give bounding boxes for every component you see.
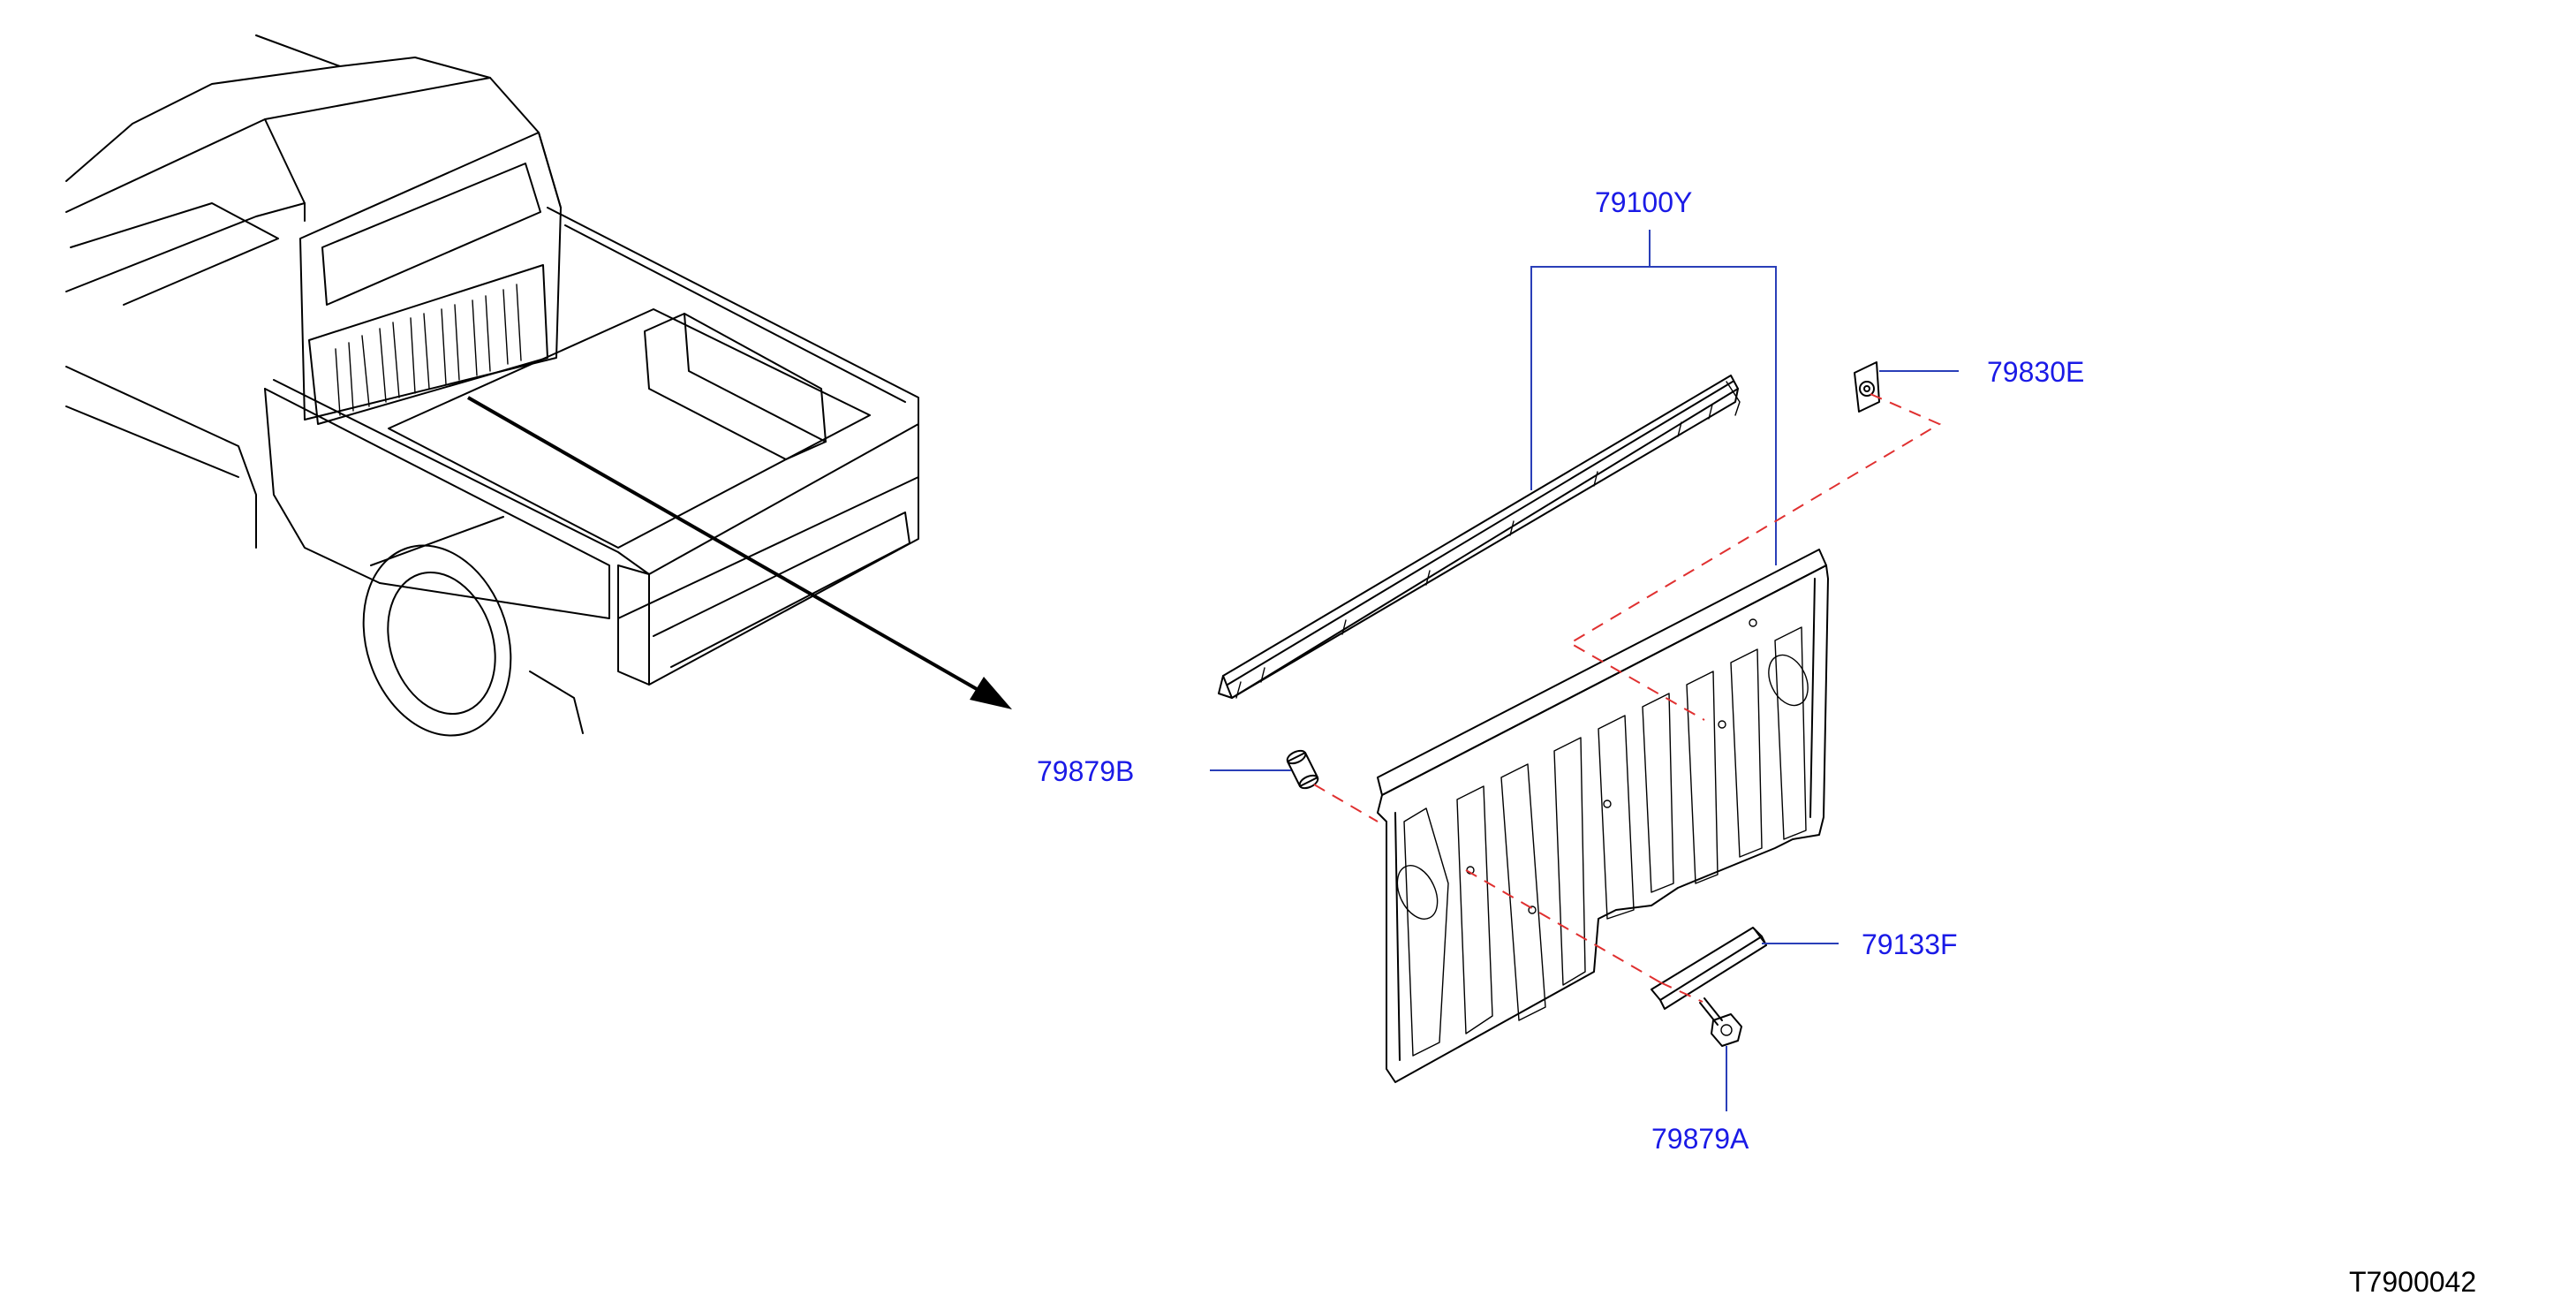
callout-79100Y: 79100Y [1595, 186, 1692, 218]
leader-lines [1210, 230, 1959, 1111]
callout-79879A: 79879A [1651, 1123, 1749, 1155]
callout-79879B: 79879B [1037, 755, 1134, 787]
pointer-arrow [467, 396, 1012, 709]
bushing-part [1286, 749, 1319, 790]
clip-part [1854, 361, 1880, 413]
callout-79133F: 79133F [1862, 928, 1958, 960]
top-rail-part [1218, 375, 1741, 699]
pickup-truck-illustration [65, 34, 919, 737]
assembly-dashed-lines [1313, 393, 1942, 1003]
bracket-part [1651, 927, 1767, 1010]
bolt-part [1699, 997, 1742, 1047]
figure-code: T7900042 [2349, 1266, 2476, 1298]
front-inner-panel-part [1377, 549, 1829, 1083]
callout-79830E: 79830E [1987, 356, 2084, 388]
leader-79100Y [1530, 230, 1651, 490]
